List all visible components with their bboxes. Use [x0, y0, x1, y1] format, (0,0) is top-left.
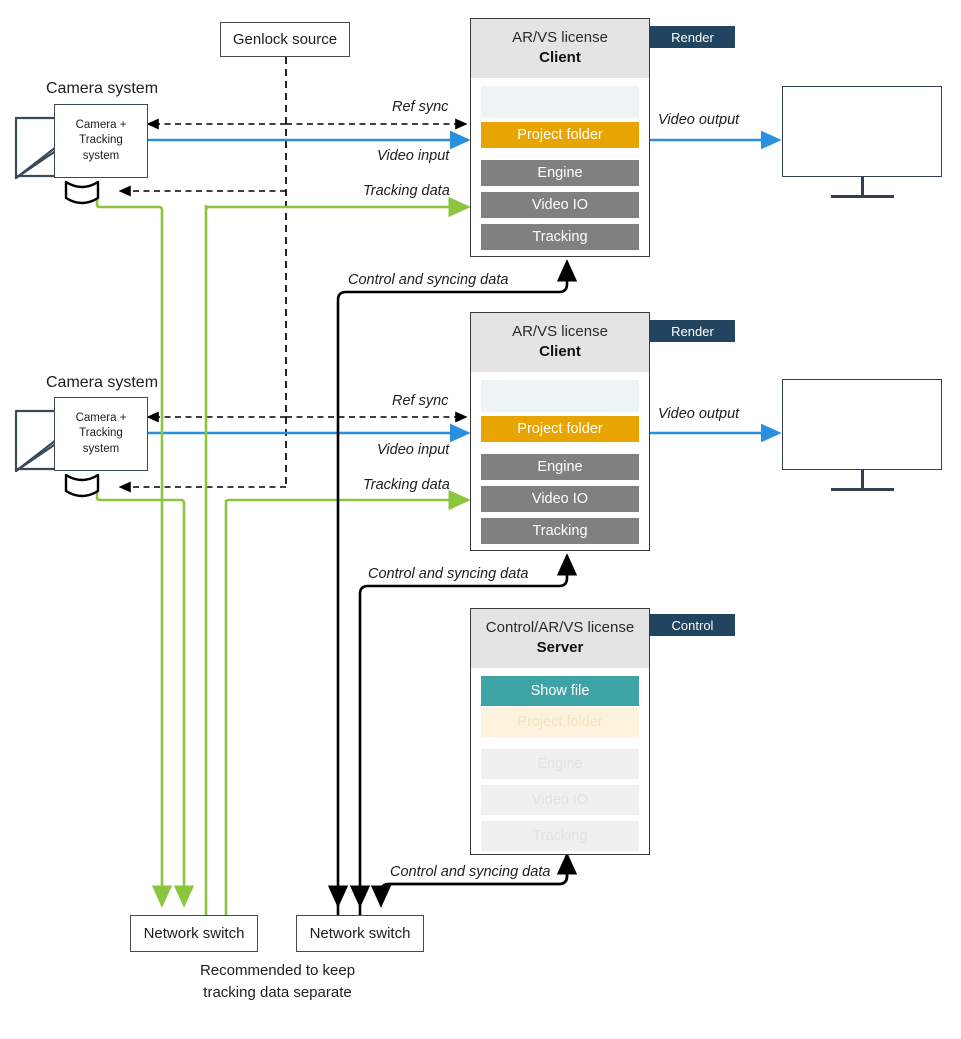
client-1-bar-video-io[interactable]: Video IO	[481, 191, 639, 218]
client-1-card[interactable]: AR/VS license Client Project folder Engi…	[470, 18, 650, 257]
label-video-input-1: Video input	[377, 148, 450, 164]
client-2-bar-blank	[481, 379, 639, 412]
label-control-sync-2: Control and syncing data	[368, 566, 529, 582]
label-ref-sync-1: Ref sync	[392, 99, 449, 115]
client-1-bar-blank	[481, 85, 639, 118]
camera-1-body: Camera + Tracking system	[54, 104, 148, 178]
monitor-1-screen	[782, 86, 942, 177]
client-1-bar-project-folder[interactable]: Project folder	[481, 121, 639, 148]
client-2-bar-project-folder[interactable]: Project folder	[481, 415, 639, 442]
server-bar-video-io[interactable]: Video IO	[481, 784, 639, 815]
client-2-bar-engine[interactable]: Engine	[481, 453, 639, 480]
genlock-source-box[interactable]: Genlock source	[220, 22, 350, 57]
client-1-role: Client	[539, 48, 581, 66]
client-1-license: AR/VS license	[512, 29, 608, 46]
camera-2-lens-icon	[64, 473, 100, 498]
network-switch-tracking[interactable]: Network switch	[130, 915, 258, 952]
server-bar-project-folder[interactable]: Project folder	[481, 706, 639, 737]
client-1-badge: Render	[650, 26, 735, 48]
client-2-bar-video-io[interactable]: Video IO	[481, 485, 639, 512]
camera-system-1-title: Camera system	[46, 80, 159, 97]
camera-1-lens-icon	[64, 180, 100, 205]
server-license: Control/AR/VS license	[485, 619, 635, 636]
label-video-input-2: Video input	[377, 442, 450, 458]
client-2-card[interactable]: AR/VS license Client Project folder Engi…	[470, 312, 650, 551]
label-video-output-2: Video output	[658, 406, 740, 422]
client-2-bar-tracking[interactable]: Tracking	[481, 517, 639, 544]
label-control-sync-3: Control and syncing data	[390, 864, 551, 880]
label-control-sync-1: Control and syncing data	[348, 272, 509, 288]
server-bar-show-file[interactable]: Show file	[481, 675, 639, 706]
server-badge-label: Control	[671, 617, 714, 633]
client-1-bars: Project folder Engine Video IO Tracking	[471, 78, 649, 265]
camera-2-body-label: Camera + Tracking system	[75, 411, 127, 455]
label-tracking-data-1: Tracking data	[363, 183, 450, 199]
client-2-license: AR/VS license	[512, 323, 608, 340]
client-2-role: Client	[539, 342, 581, 360]
genlock-source-label: Genlock source	[232, 31, 338, 48]
client-1-bar-tracking[interactable]: Tracking	[481, 223, 639, 250]
client-1-bar-engine[interactable]: Engine	[481, 159, 639, 186]
client-2-bars: Project folder Engine Video IO Tracking	[471, 372, 649, 559]
server-bar-engine[interactable]: Engine	[481, 748, 639, 779]
server-role: Server	[536, 638, 584, 656]
server-card[interactable]: Control/AR/VS license Server Show file P…	[470, 608, 650, 855]
server-bars: Show file Project folder Engine Video IO…	[471, 668, 649, 866]
label-ref-sync-2: Ref sync	[392, 393, 449, 409]
camera-1-body-label: Camera + Tracking system	[75, 118, 127, 162]
client-1-badge-label: Render	[671, 29, 714, 45]
monitor-2-base	[831, 488, 894, 491]
client-1-header: AR/VS license Client	[471, 19, 649, 78]
client-2-header: AR/VS license Client	[471, 313, 649, 372]
network-switch-tracking-label: Network switch	[143, 925, 245, 942]
camera-2-icon	[14, 409, 62, 473]
server-header: Control/AR/VS license Server	[471, 609, 649, 668]
camera-system-2-title: Camera system	[46, 374, 159, 391]
client-2-badge-label: Render	[671, 323, 714, 339]
camera-2-body: Camera + Tracking system	[54, 397, 148, 471]
monitor-1-base	[831, 195, 894, 198]
monitor-2-neck	[861, 470, 864, 490]
label-tracking-data-2: Tracking data	[363, 477, 450, 493]
client-2-badge: Render	[650, 320, 735, 342]
monitor-1-neck	[861, 177, 864, 197]
label-video-output-1: Video output	[658, 112, 740, 128]
monitor-2-screen	[782, 379, 942, 470]
network-switch-control-label: Network switch	[309, 925, 411, 942]
tracking-separation-note: Recommended to keep tracking data separa…	[199, 962, 356, 1001]
server-badge: Control	[650, 614, 735, 636]
network-switch-control[interactable]: Network switch	[296, 915, 424, 952]
server-bar-tracking[interactable]: Tracking	[481, 820, 639, 851]
